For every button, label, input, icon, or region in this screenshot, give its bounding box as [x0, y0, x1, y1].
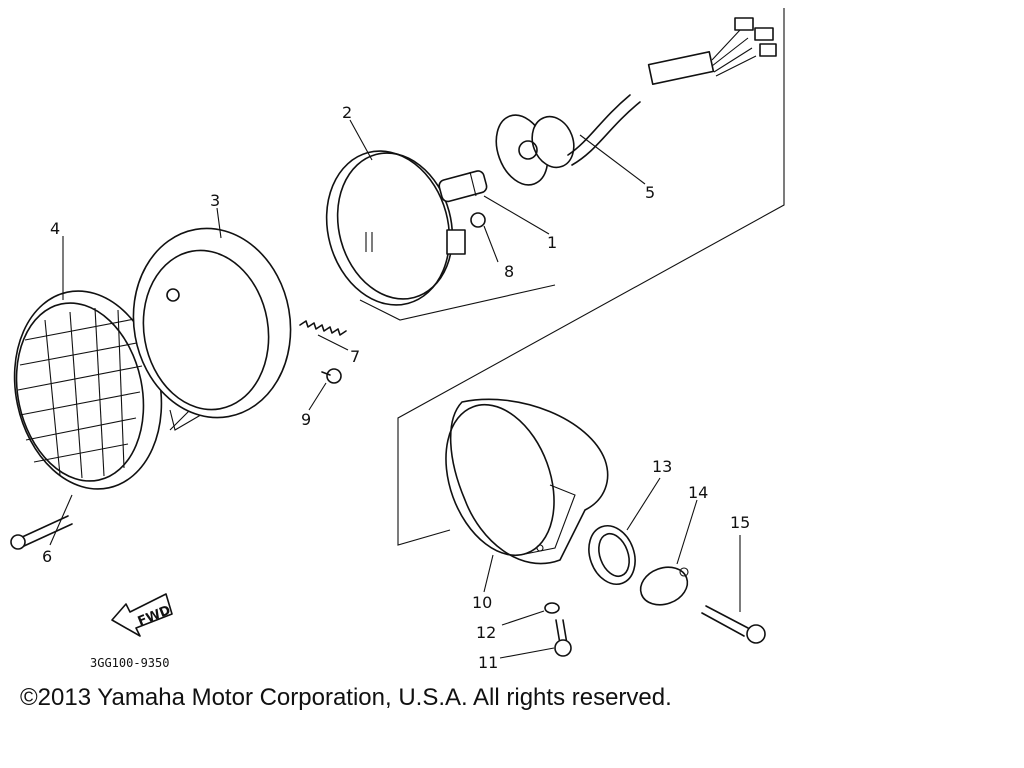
callout-3: 3	[210, 191, 220, 210]
callout-1: 1	[547, 233, 557, 252]
callout-11: 11	[478, 653, 498, 672]
part-9-screw	[321, 368, 342, 384]
callout-15: 15	[730, 513, 750, 532]
part-14-cap	[639, 566, 689, 606]
part-6-screw	[10, 515, 73, 550]
callout-8: 8	[504, 262, 514, 281]
part-3-headlight-rim	[132, 227, 292, 419]
callout-7: 7	[350, 347, 360, 366]
callout-5: 5	[645, 183, 655, 202]
part-5-socket-cord	[495, 17, 777, 186]
callout-10: 10	[472, 593, 492, 612]
part-15-bolt	[701, 605, 766, 644]
part-7-spring	[299, 320, 347, 336]
part-10-headlight-housing	[445, 398, 609, 565]
callout-13: 13	[652, 457, 672, 476]
part-11-bolt	[554, 619, 572, 657]
callout-12: 12	[476, 623, 496, 642]
callout-2: 2	[342, 103, 352, 122]
part-13-grommet	[588, 525, 636, 585]
callout-labels: 1 2 3 4 5 6 7 8 9 10 12 11 13 14 15	[42, 103, 750, 672]
callout-6: 6	[42, 547, 52, 566]
part-12-washer	[544, 602, 560, 614]
leader-lines	[49, 119, 741, 659]
part-4-headlight-guard	[13, 290, 163, 490]
fwd-direction-arrow: FWD	[111, 593, 173, 637]
callout-9: 9	[301, 410, 311, 429]
callout-4: 4	[50, 219, 60, 238]
copyright-notice: ©2013 Yamaha Motor Corporation, U.S.A. A…	[20, 684, 672, 711]
part-1-bulb	[438, 170, 488, 203]
part-2-lens-unit	[325, 150, 466, 306]
callout-14: 14	[688, 483, 708, 502]
part-8-nut	[470, 212, 486, 228]
diagram-code: 3GG100-9350	[90, 656, 169, 670]
